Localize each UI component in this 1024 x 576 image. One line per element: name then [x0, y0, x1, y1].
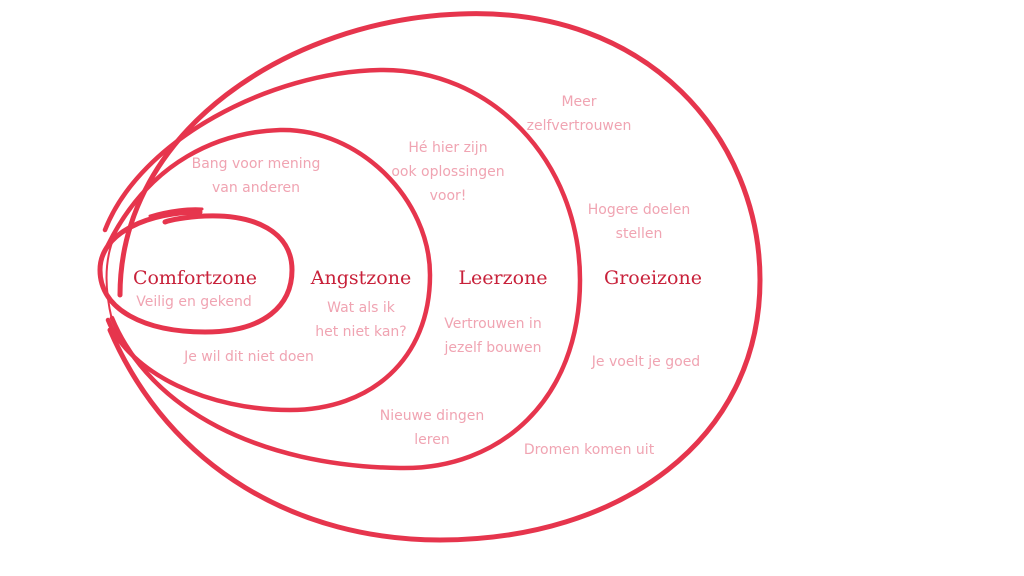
note-comfort-1: Veilig en gekend: [136, 294, 252, 310]
note-groei-3: Je voelt je goed: [591, 354, 701, 370]
note-groei-4: Dromen komen uit: [523, 442, 655, 458]
note-groei-1: Meer zelfvertrouwen: [526, 94, 632, 134]
title-leerzone: Leerzone: [458, 267, 548, 289]
ring-leerzone: [102, 67, 583, 471]
note-leer-1: Hé hier zijn ook oplossingen voor!: [391, 140, 505, 204]
ring-comfortzone: [97, 209, 295, 335]
title-comfortzone: Comfortzone: [132, 267, 258, 289]
note-leer-3: Nieuwe dingen leren: [379, 408, 485, 448]
ring-angstzone: [105, 127, 433, 413]
note-angst-3: Je wil dit niet doen: [184, 349, 314, 365]
title-angstzone: Angstzone: [310, 267, 412, 289]
ring-comfortzone-stroke: [148, 207, 204, 218]
note-groei-2: Hogere doelen stellen: [587, 202, 691, 242]
ring-groeizone: [107, 11, 763, 543]
note-angst-2: Wat als ik het niet kan?: [315, 300, 407, 340]
note-angst-1: Bang voor mening van anderen: [191, 156, 321, 196]
note-leer-2: Vertrouwen in jezelf bouwen: [444, 316, 542, 356]
title-groeizone: Groeizone: [604, 267, 702, 289]
